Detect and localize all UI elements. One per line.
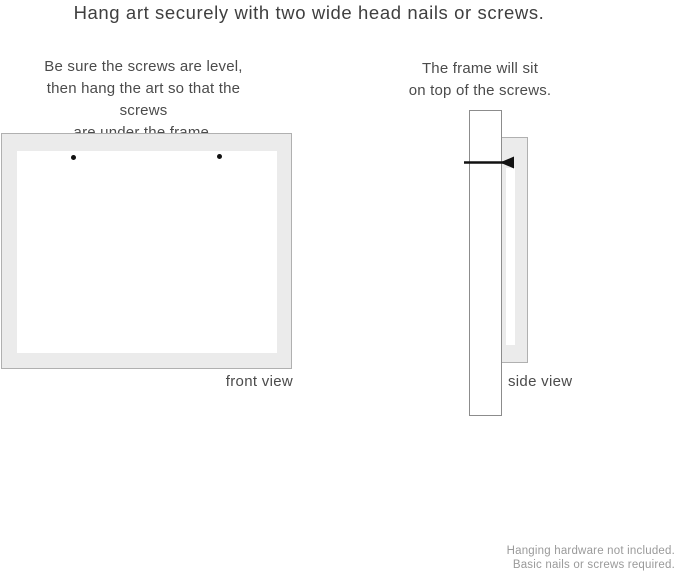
front-view-art-area — [17, 151, 277, 353]
nail-icon — [464, 156, 514, 169]
wall-rectangle — [469, 110, 502, 416]
side-instruction-line: on top of the screws. — [408, 82, 552, 99]
screw-dot-right — [217, 154, 222, 159]
front-view-instructions: Be sure the screws are level, then hang … — [22, 56, 265, 144]
side-view-instructions: The frame will sit on top of the screws. — [405, 58, 555, 102]
front-instruction-line: then hang the art so that the screws — [46, 80, 241, 119]
disclaimer-line: Hanging hardware not included. — [506, 545, 675, 557]
side-instruction-line: The frame will sit — [421, 60, 539, 77]
page-title: Hang art securely with two wide head nai… — [73, 2, 545, 23]
side-view-art-area — [506, 168, 515, 345]
front-view-caption: front view — [225, 373, 293, 390]
hardware-disclaimer: Hanging hardware not included. Basic nai… — [375, 545, 675, 572]
front-instruction-line: Be sure the screws are level, — [44, 58, 243, 75]
side-view-caption: side view — [508, 373, 573, 390]
disclaimer-line: Basic nails or screws required. — [512, 558, 675, 571]
screw-dot-left — [71, 155, 76, 160]
